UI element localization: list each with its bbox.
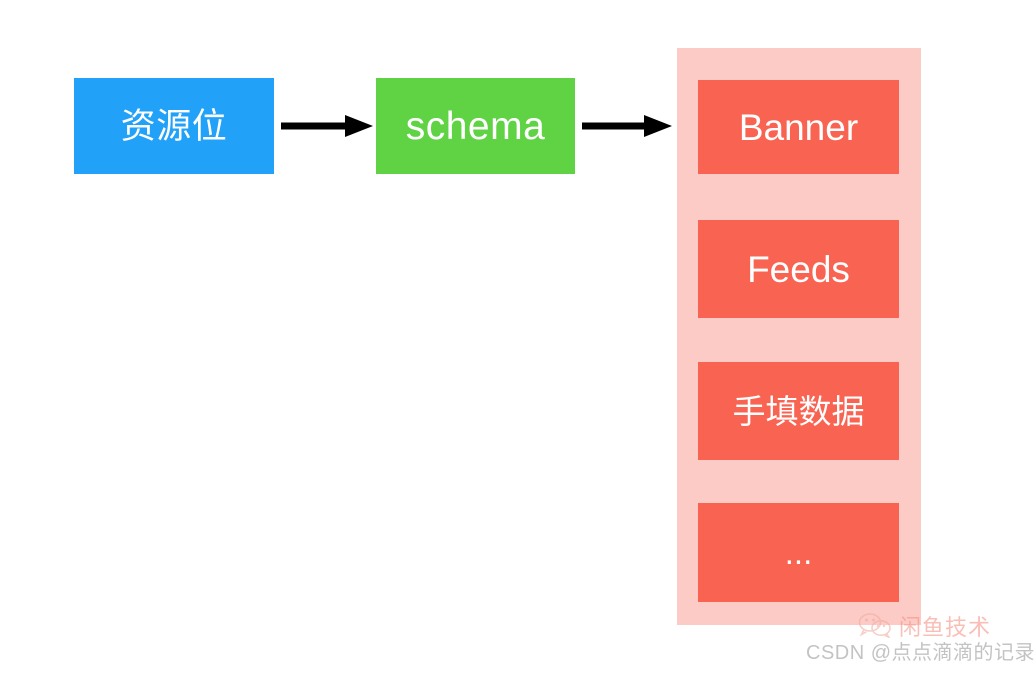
watermark-csdn: CSDN @点点滴滴的记录 <box>806 642 1036 664</box>
types-container: Banner Feeds 手填数据 ... <box>677 48 921 625</box>
wechat-icon <box>858 612 892 643</box>
arrow-source-to-schema <box>281 115 373 137</box>
type-box-feeds: Feeds <box>698 220 899 318</box>
type-box-more: ... <box>698 503 899 602</box>
node-schema: schema <box>376 78 575 174</box>
type-box-feeds-label: Feeds <box>747 248 850 290</box>
node-schema-label: schema <box>405 104 546 148</box>
node-source: 资源位 <box>74 78 274 174</box>
type-box-banner: Banner <box>698 80 899 174</box>
type-box-manual-data: 手填数据 <box>698 362 899 460</box>
arrow-schema-to-types <box>582 115 672 137</box>
type-box-banner-label: Banner <box>738 106 859 148</box>
type-box-more-label: ... <box>784 534 813 571</box>
watermark-brand-text: 闲鱼技术 <box>899 614 992 640</box>
type-box-manual-data-label: 手填数据 <box>732 392 865 430</box>
watermark-brand: 闲鱼技术 <box>858 612 991 643</box>
node-source-label: 资源位 <box>120 106 228 146</box>
